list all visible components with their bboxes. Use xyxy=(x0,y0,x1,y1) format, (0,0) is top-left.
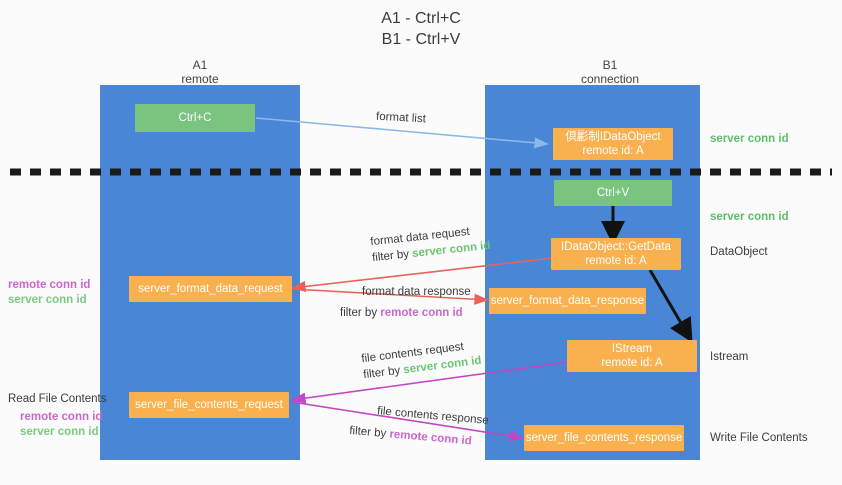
node-ctrl-v-label: Ctrl+V xyxy=(596,187,630,199)
left-label-conn-ids-1: remote conn id server conn id xyxy=(8,278,90,308)
flow-label-format-list: format list xyxy=(376,109,427,128)
left-label-read-file-contents-group: Read File Contents remote conn id server… xyxy=(8,392,106,440)
title-line-1: A1 - Ctrl+C xyxy=(381,10,461,27)
node-istream[interactable]: IStream remote id: A xyxy=(567,340,697,372)
arrow-format-data-request xyxy=(291,257,554,293)
flow-format-data-response-line1: format data response xyxy=(362,286,471,298)
node-ctrl-c[interactable]: Ctrl+C xyxy=(135,104,255,132)
node-server-file-contents-request[interactable]: server_file_contents_request xyxy=(129,392,289,418)
column-header-b1: B1 connection xyxy=(540,58,680,86)
flow-label-format-list-text: format list xyxy=(375,110,427,126)
right-label-dataobject: DataObject xyxy=(710,246,768,258)
node-ctrl-v[interactable]: Ctrl+V xyxy=(554,180,672,206)
node-istream-label: IStream xyxy=(611,343,653,355)
arrow-file-contents-response xyxy=(291,401,524,442)
left-label-read-file-contents: Read File Contents xyxy=(8,393,107,405)
node-idataobject-sub: remote id: A xyxy=(582,145,644,157)
node-getdata[interactable]: IDataObject::GetData remote id: A xyxy=(551,238,681,270)
flow-format-data-response-filter-prefix: filter by xyxy=(340,307,381,319)
column-header-b1-name: B1 xyxy=(602,58,618,72)
right-label-server-conn-id-mid: server conn id xyxy=(710,211,789,223)
node-server-file-contents-response-label: server_file_contents_response xyxy=(525,432,683,444)
arrow-format-data-response xyxy=(291,288,489,305)
arrow-getdata-to-istream xyxy=(648,269,693,343)
left-label-remote-conn-id-1: remote conn id xyxy=(8,279,91,291)
flow-file-contents-response-filter-prefix: filter by xyxy=(348,424,390,441)
title-line-2: B1 - Ctrl+V xyxy=(381,31,461,48)
node-server-file-contents-request-label: server_file_contents_request xyxy=(135,399,283,411)
node-server-format-data-request[interactable]: server_format_data_request xyxy=(129,276,292,302)
node-getdata-label: IDataObject::GetData xyxy=(561,241,671,253)
column-header-a1: A1 remote xyxy=(130,58,270,86)
right-label-server-conn-id-top: server conn id xyxy=(710,133,789,145)
node-server-format-data-request-label: server_format_data_request xyxy=(138,283,283,295)
left-label-remote-conn-id-2: remote conn id xyxy=(20,411,103,423)
left-label-server-conn-id-1: server conn id xyxy=(8,294,87,306)
flow-format-data-request-filter-prefix: filter by xyxy=(371,247,413,265)
arrow-file-contents-request xyxy=(291,361,569,404)
node-server-format-data-response-label: server_format_data_response xyxy=(490,295,645,307)
node-idataobject[interactable]: 倶彲制IDataObject remote id: A xyxy=(553,128,673,160)
arrow-format-list xyxy=(255,117,549,149)
node-getdata-sub: remote id: A xyxy=(585,255,647,267)
column-header-b1-role: connection xyxy=(580,72,640,86)
column-header-a1-role: remote xyxy=(181,72,219,86)
node-istream-sub: remote id: A xyxy=(601,357,663,369)
node-server-file-contents-response[interactable]: server_file_contents_response xyxy=(524,425,684,451)
node-idataobject-label: 倶彲制IDataObject xyxy=(565,131,661,143)
page-title: A1 - Ctrl+C B1 - Ctrl+V xyxy=(0,8,842,50)
left-label-server-conn-id-2: server conn id xyxy=(20,426,99,438)
column-header-a1-name: A1 xyxy=(192,58,208,72)
flow-format-data-response-filter-value: remote conn id xyxy=(380,307,463,319)
right-label-istream: Istream xyxy=(710,351,749,363)
right-label-write-file-contents: Write File Contents xyxy=(710,432,808,444)
flow-file-contents-request-filter-prefix: filter by xyxy=(362,364,405,382)
node-server-format-data-response[interactable]: server_format_data_response xyxy=(489,288,646,314)
flow-label-format-data-response: format data response filter by remote co… xyxy=(340,284,471,321)
node-ctrl-c-label: Ctrl+C xyxy=(178,112,212,124)
